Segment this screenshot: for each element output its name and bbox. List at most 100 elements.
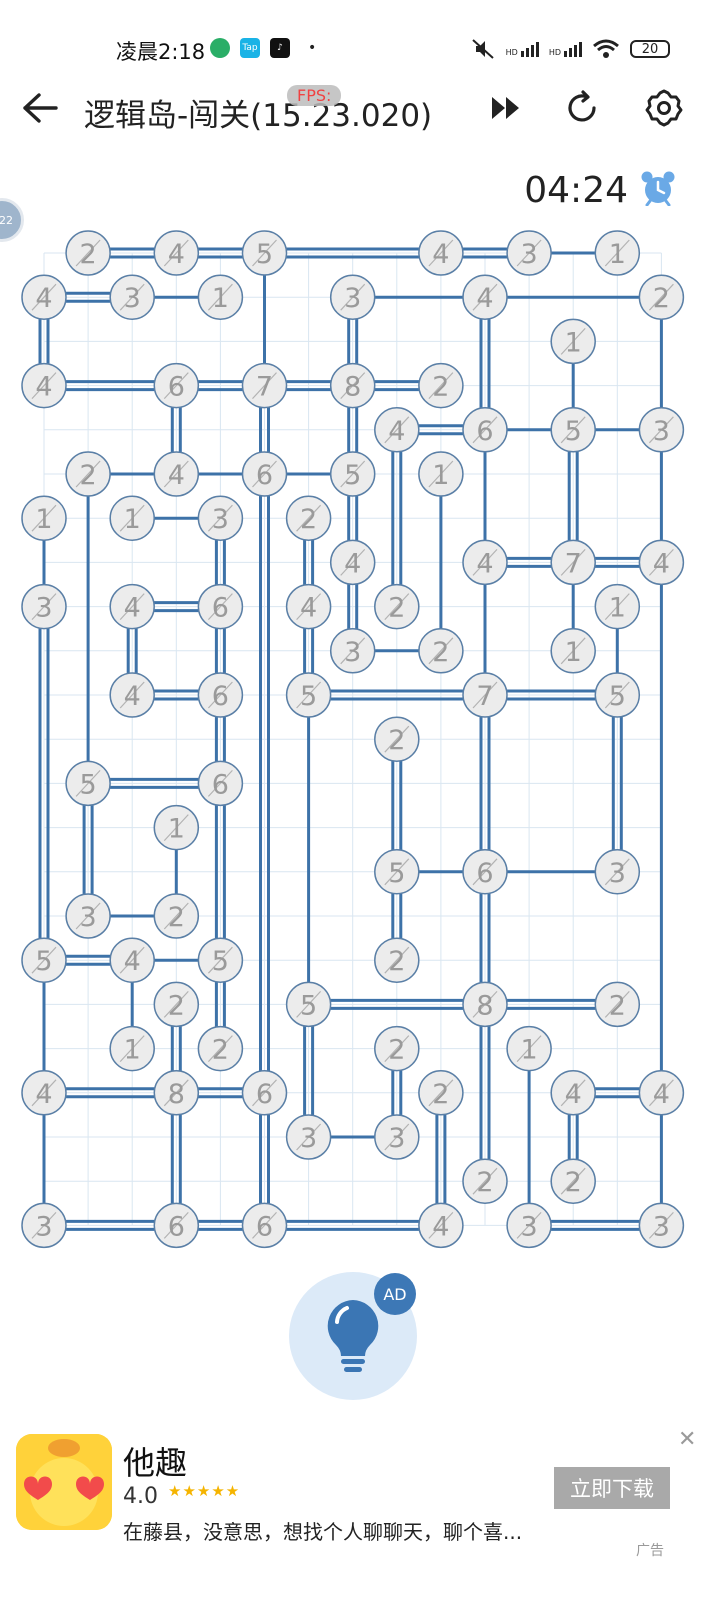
island[interactable]: 7 [462, 672, 508, 718]
island[interactable]: 3 [374, 1114, 420, 1160]
island[interactable]: 5 [374, 849, 420, 895]
island[interactable]: 1 [197, 274, 244, 320]
island[interactable]: 2 [374, 1025, 420, 1072]
island[interactable]: 1 [550, 628, 596, 674]
island[interactable]: 3 [197, 495, 244, 541]
island[interactable]: 3 [109, 274, 155, 320]
island[interactable]: 4 [109, 583, 155, 630]
island[interactable]: 6 [462, 849, 508, 895]
double-bridge[interactable] [308, 689, 485, 701]
restart-button[interactable] [560, 86, 604, 130]
island[interactable]: 3 [506, 230, 552, 276]
double-bridge[interactable] [611, 695, 623, 872]
island[interactable]: 4 [109, 937, 155, 983]
island[interactable]: 5 [285, 981, 332, 1028]
island[interactable]: 4 [638, 539, 685, 586]
island[interactable]: 4 [462, 539, 508, 586]
island[interactable]: 1 [594, 230, 641, 276]
island[interactable]: 1 [418, 451, 464, 497]
island[interactable]: 2 [153, 893, 200, 939]
island[interactable]: 1 [109, 495, 155, 541]
island[interactable]: 3 [65, 893, 111, 939]
island[interactable]: 4 [638, 1070, 685, 1116]
island[interactable]: 4 [153, 451, 200, 497]
island[interactable]: 4 [153, 230, 200, 276]
island[interactable]: 4 [329, 539, 376, 586]
settings-button[interactable] [642, 86, 686, 130]
island[interactable]: 3 [329, 274, 376, 320]
island[interactable]: 4 [21, 274, 67, 320]
island[interactable]: 3 [285, 1114, 332, 1160]
skip-level-button[interactable] [484, 86, 528, 130]
island[interactable]: 6 [153, 362, 200, 409]
double-bridge[interactable] [38, 606, 50, 961]
island[interactable]: 7 [241, 362, 288, 409]
double-bridge[interactable] [391, 429, 403, 607]
ad-download-button[interactable]: 立即下载 [554, 1467, 670, 1509]
island[interactable]: 3 [21, 1202, 67, 1249]
island[interactable]: 7 [550, 539, 596, 586]
ad-banner[interactable]: 他趣 4.0 ★★★★★ 在藤县，没意思，想找个人聊聊天，聊个喜... 立即下载… [0, 1420, 720, 1600]
island[interactable]: 2 [65, 451, 111, 497]
island[interactable]: 4 [550, 1070, 596, 1116]
island[interactable]: 2 [418, 362, 464, 409]
island[interactable]: 1 [21, 495, 67, 541]
island[interactable]: 6 [241, 1202, 288, 1249]
island[interactable]: 6 [197, 583, 244, 630]
back-button[interactable] [18, 86, 62, 130]
island[interactable]: 5 [550, 407, 596, 453]
island[interactable]: 4 [462, 274, 508, 320]
island[interactable]: 4 [418, 1202, 464, 1249]
island[interactable]: 4 [418, 230, 464, 276]
island[interactable]: 2 [374, 937, 420, 983]
island[interactable]: 3 [638, 1202, 685, 1249]
island[interactable]: 2 [418, 628, 464, 674]
island[interactable]: 5 [65, 760, 111, 807]
island[interactable]: 5 [285, 672, 332, 718]
island[interactable]: 2 [594, 981, 641, 1028]
island[interactable]: 2 [285, 495, 332, 541]
island[interactable]: 3 [638, 407, 685, 453]
island[interactable]: 2 [374, 583, 420, 630]
island[interactable]: 2 [197, 1025, 244, 1072]
island[interactable]: 3 [594, 849, 641, 895]
island[interactable]: 8 [153, 1070, 200, 1116]
island[interactable]: 4 [285, 583, 332, 630]
island[interactable]: 4 [21, 1070, 67, 1116]
island[interactable]: 2 [638, 274, 685, 320]
island[interactable]: 1 [153, 804, 200, 851]
island[interactable]: 4 [109, 672, 155, 718]
island[interactable]: 8 [462, 981, 508, 1028]
island[interactable]: 6 [197, 760, 244, 807]
island[interactable]: 6 [241, 451, 288, 497]
island[interactable]: 3 [506, 1202, 552, 1249]
double-bridge[interactable] [308, 998, 485, 1010]
island[interactable]: 2 [374, 716, 420, 762]
island[interactable]: 5 [21, 937, 67, 983]
island[interactable]: 6 [153, 1202, 200, 1249]
island[interactable]: 5 [197, 937, 244, 983]
double-bridge[interactable] [479, 695, 491, 872]
island[interactable]: 1 [550, 318, 596, 365]
island[interactable]: 1 [594, 583, 641, 630]
ad-close-icon[interactable]: ✕ [678, 1427, 697, 1452]
double-bridge[interactable] [259, 474, 270, 1093]
island[interactable]: 6 [462, 407, 508, 453]
island[interactable]: 1 [506, 1025, 552, 1072]
island[interactable]: 8 [329, 362, 376, 409]
double-bridge[interactable] [214, 783, 226, 961]
island[interactable]: 6 [197, 672, 244, 718]
island[interactable]: 5 [329, 451, 376, 497]
island[interactable]: 3 [21, 583, 67, 630]
island[interactable]: 5 [241, 230, 288, 276]
double-bridge[interactable] [479, 1004, 491, 1182]
island[interactable]: 1 [109, 1025, 155, 1072]
island[interactable]: 2 [462, 1158, 508, 1204]
island[interactable]: 2 [550, 1158, 596, 1204]
double-bridge[interactable] [264, 1219, 441, 1231]
island[interactable]: 4 [374, 407, 420, 453]
island[interactable]: 4 [21, 362, 67, 409]
island[interactable]: 6 [241, 1070, 288, 1116]
island[interactable]: 3 [329, 628, 376, 674]
